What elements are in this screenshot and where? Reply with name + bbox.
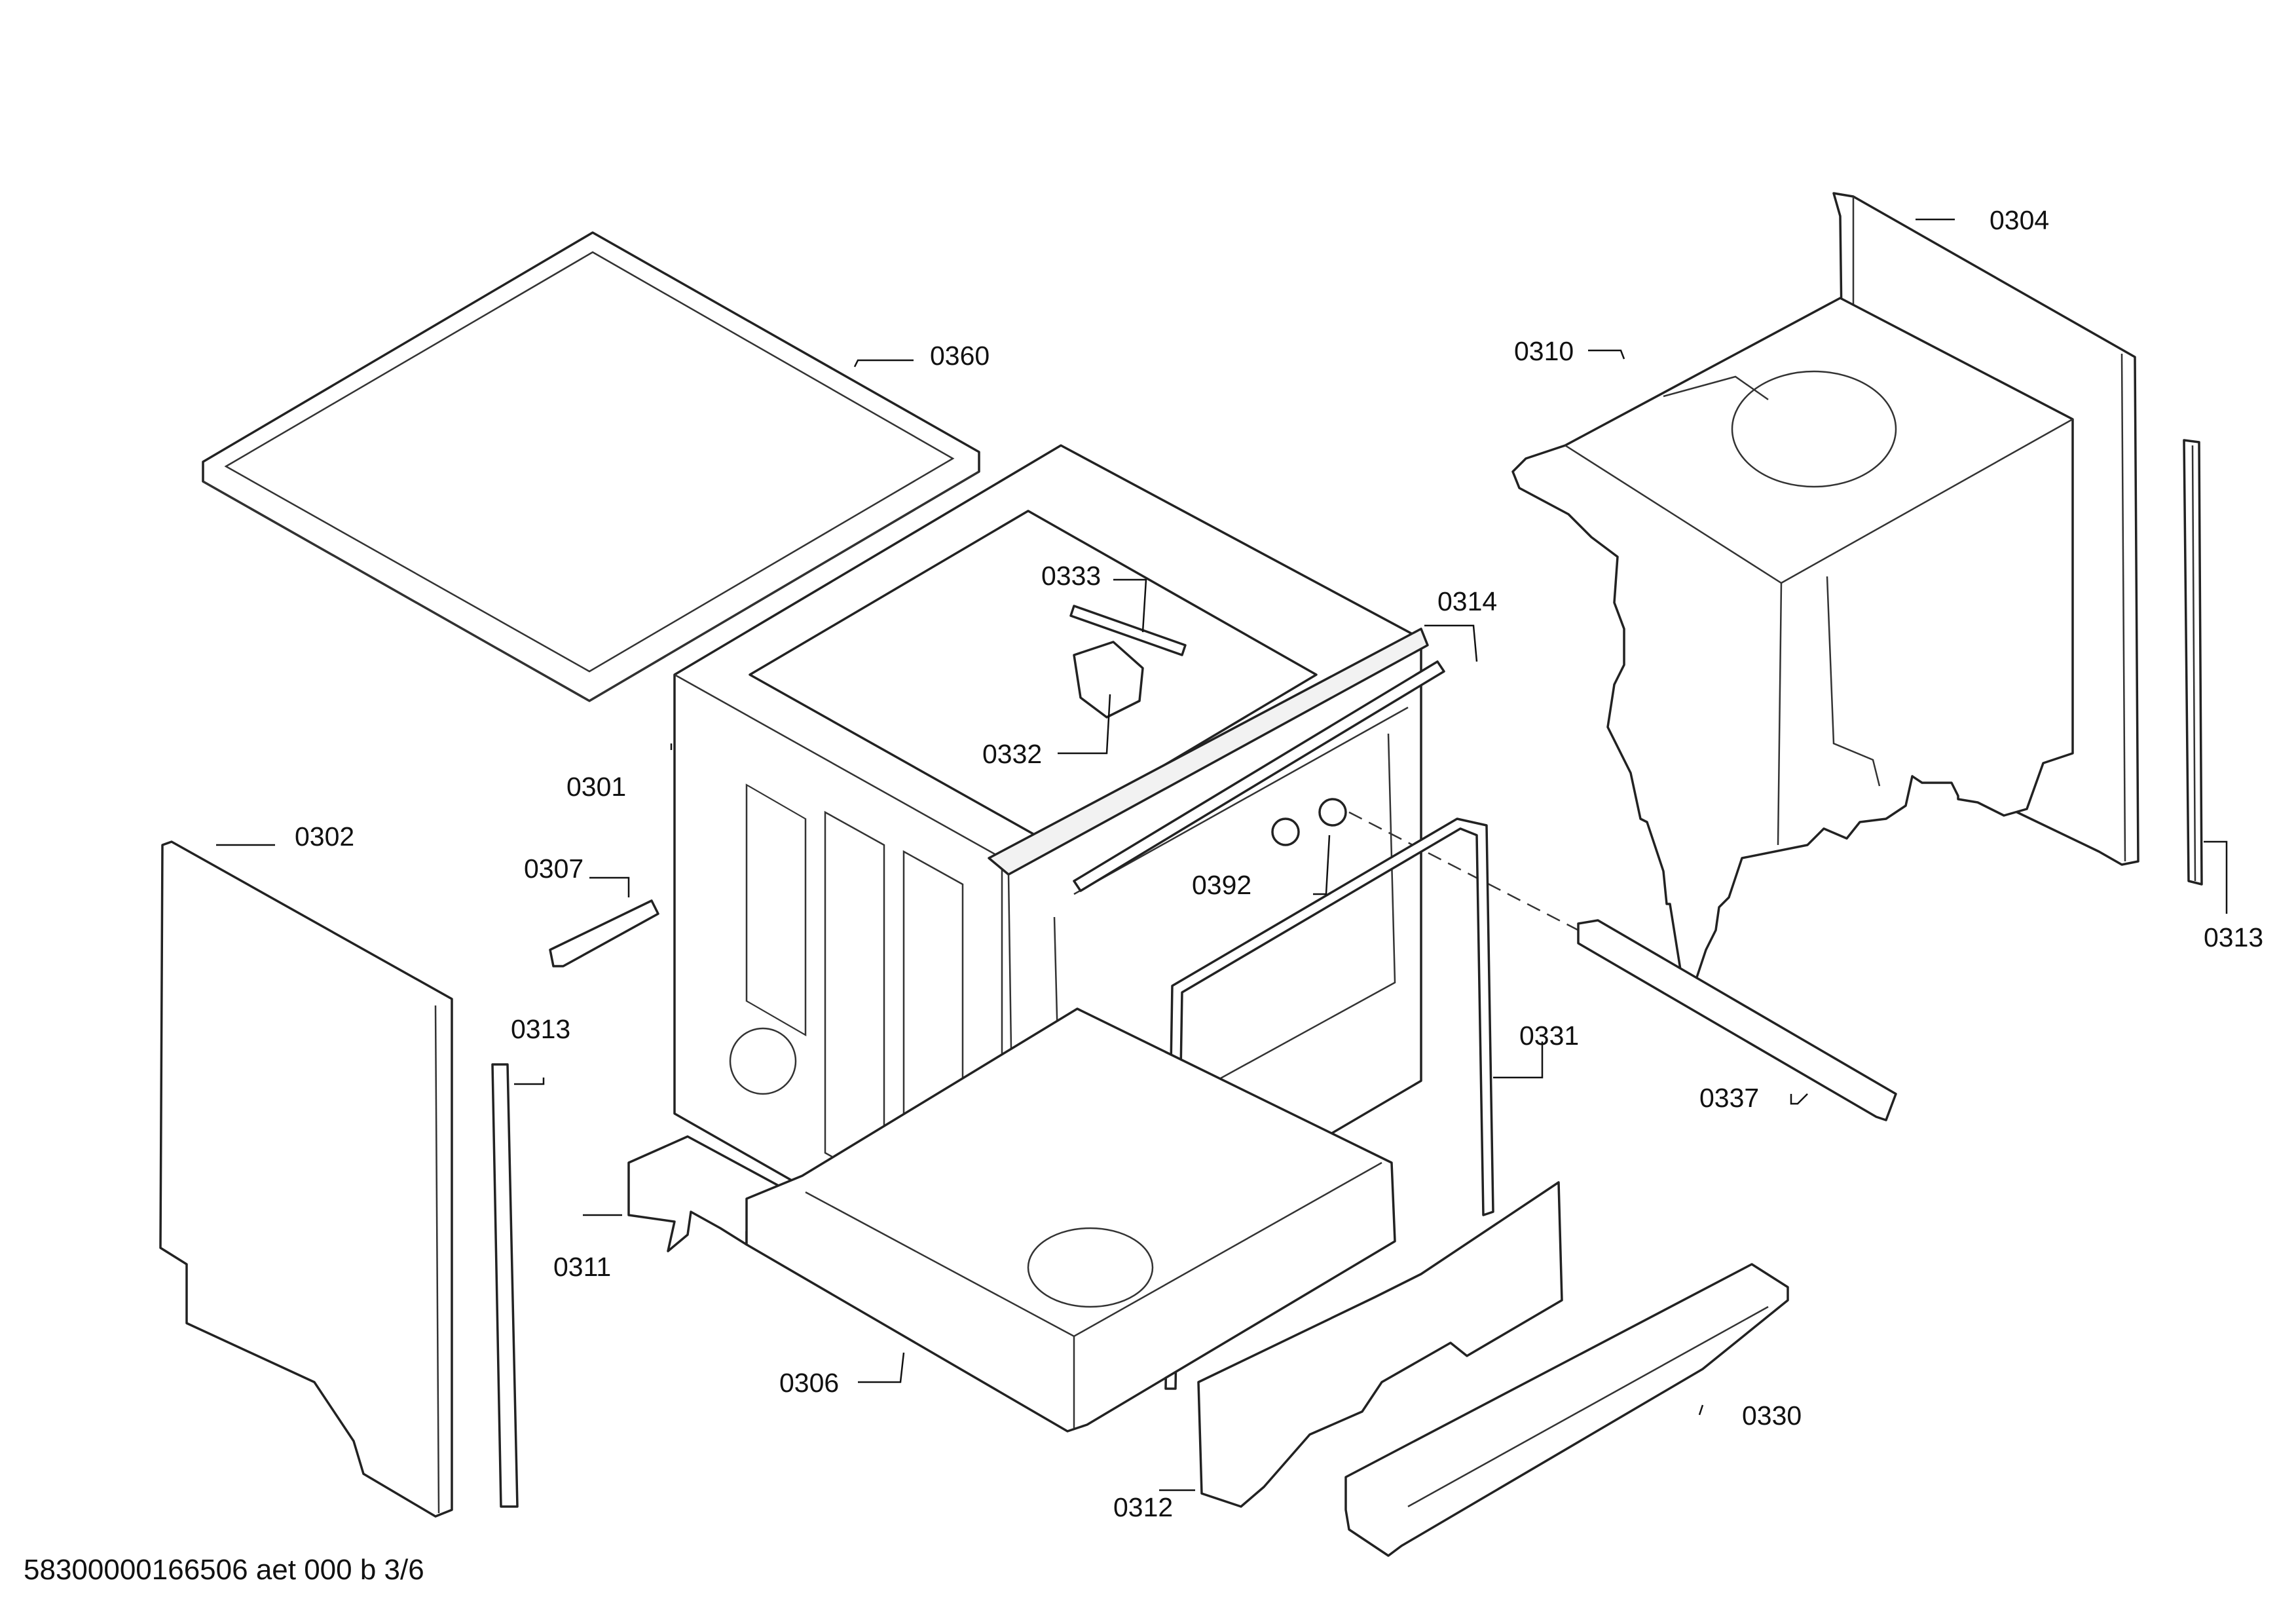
part-0330-kickplate bbox=[1344, 1263, 1789, 1557]
leader-lines bbox=[216, 218, 2228, 1492]
part-0337-rail bbox=[1577, 919, 1897, 1121]
part-0332-latch bbox=[1073, 641, 1144, 719]
part-0307-bracket bbox=[549, 899, 659, 967]
callout-0333: 0333 bbox=[1041, 561, 1101, 591]
callout-0360: 0360 bbox=[930, 341, 990, 371]
part-0314-rail bbox=[1073, 660, 1445, 892]
callout-0311: 0311 bbox=[553, 1252, 611, 1282]
callout-0301: 0301 bbox=[566, 772, 626, 802]
part-0313-right-seal bbox=[2183, 439, 2203, 886]
callout-0332: 0332 bbox=[982, 739, 1042, 769]
part-0302-side-panel bbox=[159, 840, 453, 1518]
callout-0314: 0314 bbox=[1437, 586, 1497, 616]
part-0360-cover bbox=[202, 231, 980, 702]
part-0392-fittings bbox=[1271, 798, 1579, 931]
callout-0310: 0310 bbox=[1514, 336, 1574, 366]
callout-0307: 0307 bbox=[524, 854, 583, 884]
part-0306-base bbox=[745, 1007, 1396, 1433]
part-0310-insulation bbox=[1511, 297, 2074, 987]
document-code: 58300000166506 aet 000 b 3/6 bbox=[24, 1554, 424, 1586]
callout-0313-right: 0313 bbox=[2204, 922, 2263, 952]
callout-0313-left: 0313 bbox=[511, 1014, 570, 1044]
part-0333-bracket bbox=[1069, 605, 1187, 656]
callout-0337: 0337 bbox=[1699, 1083, 1759, 1113]
callout-0330: 0330 bbox=[1742, 1400, 1802, 1431]
part-0313-left-seal bbox=[491, 1063, 519, 1508]
part-0312-plinth bbox=[1197, 1181, 1563, 1508]
callout-0302: 0302 bbox=[295, 821, 354, 852]
callout-0392: 0392 bbox=[1192, 870, 1251, 900]
callout-0306: 0306 bbox=[779, 1368, 839, 1398]
callout-0331: 0331 bbox=[1519, 1021, 1579, 1051]
callout-0304: 0304 bbox=[1990, 205, 2049, 235]
callout-0312: 0312 bbox=[1113, 1492, 1173, 1522]
